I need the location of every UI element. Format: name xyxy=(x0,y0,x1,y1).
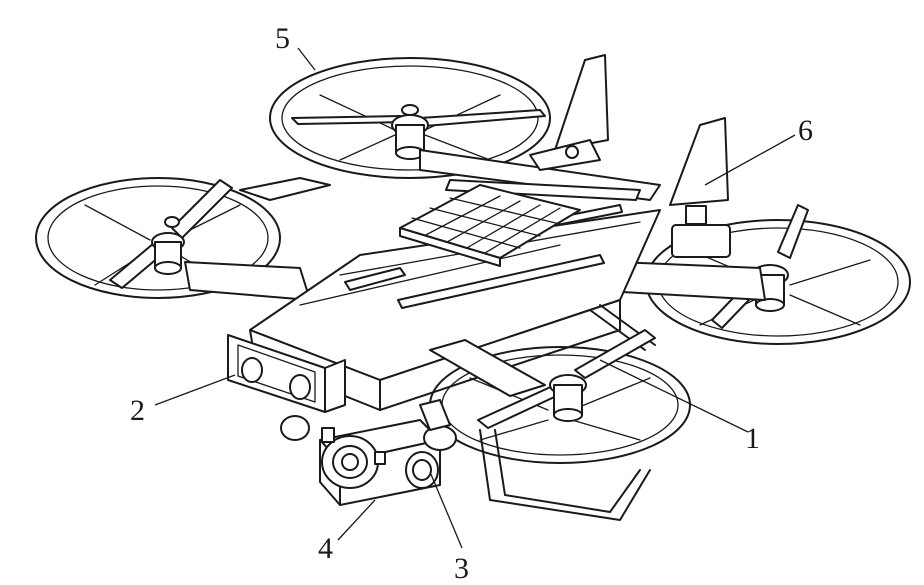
label-3: 3 xyxy=(454,552,469,585)
label-6: 6 xyxy=(798,114,813,147)
servo-6 xyxy=(672,206,730,257)
propeller-rear-left xyxy=(292,105,545,159)
label-5: 5 xyxy=(275,22,290,55)
arm-right xyxy=(618,262,765,300)
tail-fin-right xyxy=(670,118,728,205)
gimbal-motor-3 xyxy=(406,452,438,488)
label-4: 4 xyxy=(318,532,333,565)
label-2: 2 xyxy=(130,394,145,427)
label-1: 1 xyxy=(745,422,760,455)
